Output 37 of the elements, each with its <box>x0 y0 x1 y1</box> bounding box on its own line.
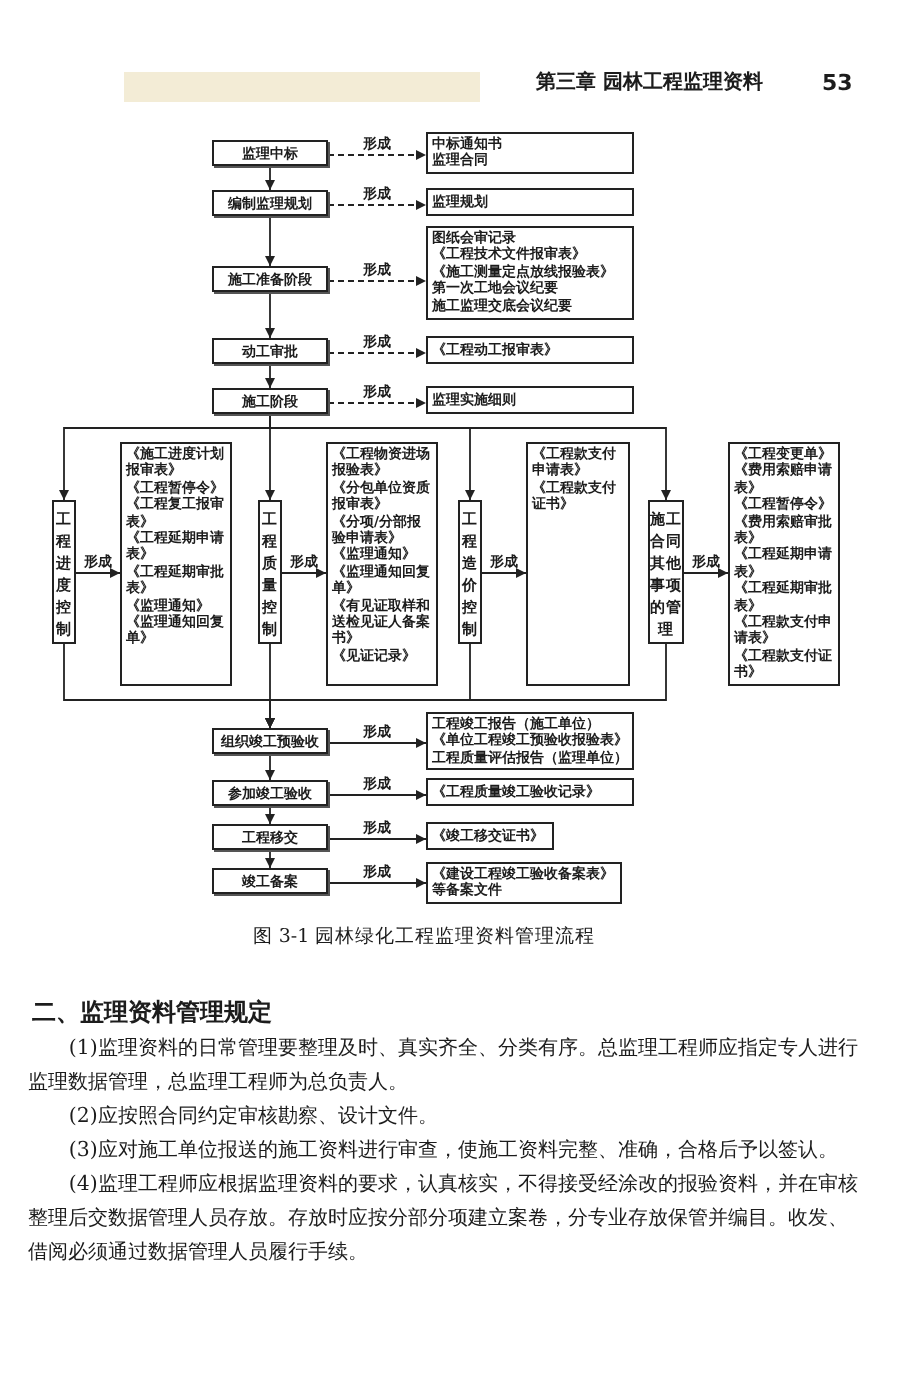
arrow <box>327 790 427 800</box>
arrow <box>481 568 527 578</box>
document-list-box <box>728 442 840 686</box>
arrow <box>265 215 275 267</box>
paragraph: (3)应对施工单位报送的施工资料进行审查，使施工资料完整、准确，合格后予以签认。 <box>66 1137 840 1166</box>
arrow <box>327 878 427 888</box>
dashed-arrow <box>327 398 427 408</box>
page-number: 53 <box>822 70 853 97</box>
arrow <box>327 834 427 844</box>
arrow <box>265 363 275 389</box>
paragraph: (2)应按照合同约定审核勘察、设计文件。 <box>66 1103 440 1132</box>
arrow <box>265 165 275 191</box>
figure-caption: 图 3-1 园林绿化工程监理资料管理流程 <box>252 926 596 949</box>
paragraph: (4)监理工程师应根据监理资料的要求，认真核实，不得接受经涂改的报验资料，并在审核整理后交数据管理人员存放。存放时应按分部分项建立案卷，分专业存放保管并编目。收发、借阅必须通过数据管理人员履行手续。 <box>28 1171 860 1268</box>
document-list-box <box>426 712 634 770</box>
paragraph: (1)监理资料的日常管理要整理及时、真实齐全、分类有序。总监理工程师应指定专人进行监理数据管理，总监理工程师为总负责人。 <box>28 1035 860 1098</box>
dashed-arrow <box>327 150 427 160</box>
arrow <box>281 568 327 578</box>
arrow <box>75 568 121 578</box>
dashed-arrow <box>327 348 427 358</box>
document-list-box <box>426 226 634 320</box>
arrow <box>265 291 275 339</box>
document-list-box <box>120 442 232 686</box>
document-list-box <box>526 442 630 686</box>
arrow <box>265 753 275 781</box>
running-header: 第三章 园林工程监理资料 <box>536 72 763 96</box>
arrow <box>265 805 275 825</box>
arrow <box>269 413 671 501</box>
dashed-arrow <box>327 276 427 286</box>
document-list-box <box>426 132 634 174</box>
arrow <box>265 849 275 869</box>
arrow <box>683 568 729 578</box>
dashed-arrow <box>327 200 427 210</box>
section-heading: 二、监理资料管理规定 <box>32 996 272 1028</box>
arrow <box>265 643 667 729</box>
document-list-box <box>326 442 438 686</box>
arrow <box>327 738 427 748</box>
